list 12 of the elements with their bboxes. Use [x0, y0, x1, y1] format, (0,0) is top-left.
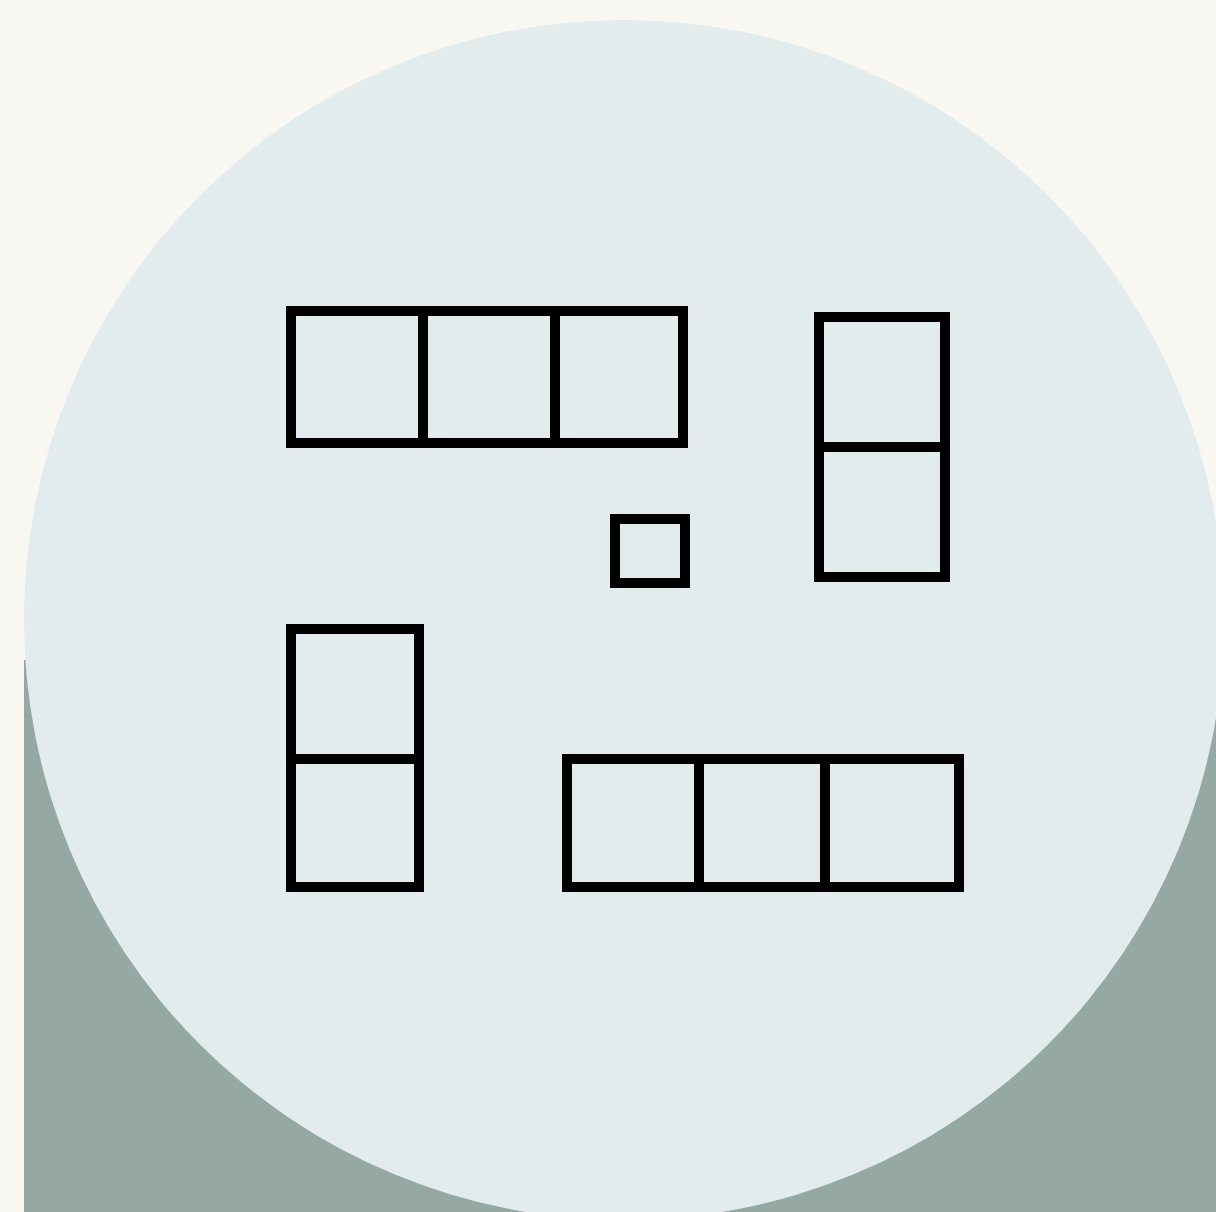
square-outline: [286, 764, 424, 892]
square-outline: [814, 452, 950, 582]
circle-background: [24, 20, 1216, 1212]
square-outline: [830, 754, 964, 892]
square-outline: [814, 312, 950, 452]
square-outline: [704, 754, 830, 892]
square-outline: [286, 624, 424, 764]
square-outline: [428, 306, 560, 448]
square-outline: [560, 306, 688, 448]
square-outline: [610, 514, 690, 588]
square-outline: [286, 306, 428, 448]
square-outline: [562, 754, 704, 892]
